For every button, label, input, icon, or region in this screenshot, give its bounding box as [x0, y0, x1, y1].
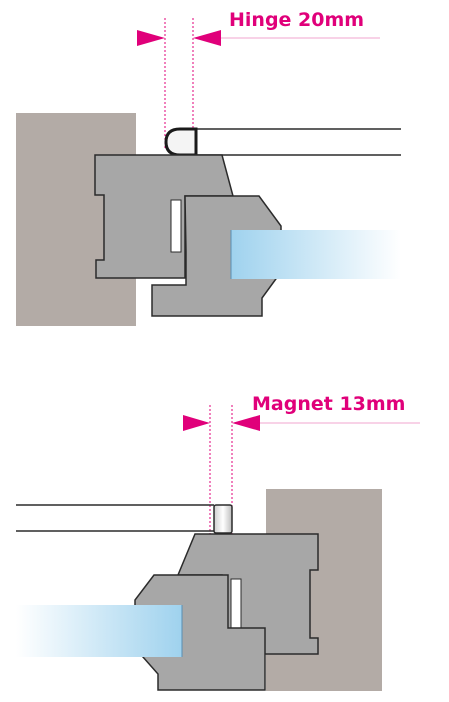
dimension-arrow-left-bottom	[183, 415, 210, 431]
magnet-block	[213, 504, 233, 534]
door-profile-right-top	[151, 195, 282, 317]
hinge-knuckle	[164, 127, 198, 157]
profile-slot-bottom	[230, 578, 242, 632]
glass-panel-top	[231, 230, 401, 279]
hinge-dimension-label: Hinge 20mm	[229, 9, 364, 31]
glass-panel-bottom	[16, 605, 182, 657]
dimension-arrow-left-top	[137, 30, 165, 46]
dimension-arrow-right-bottom	[232, 415, 260, 431]
magnet-section: Magnet 13mm	[16, 393, 420, 691]
dimension-arrow-right-top	[193, 30, 221, 46]
magnet-dimension-label: Magnet 13mm	[252, 393, 405, 415]
profile-slot-top	[170, 199, 182, 253]
frame-profile-left-top	[94, 154, 234, 279]
hinge-section: Hinge 20mm	[16, 9, 401, 326]
